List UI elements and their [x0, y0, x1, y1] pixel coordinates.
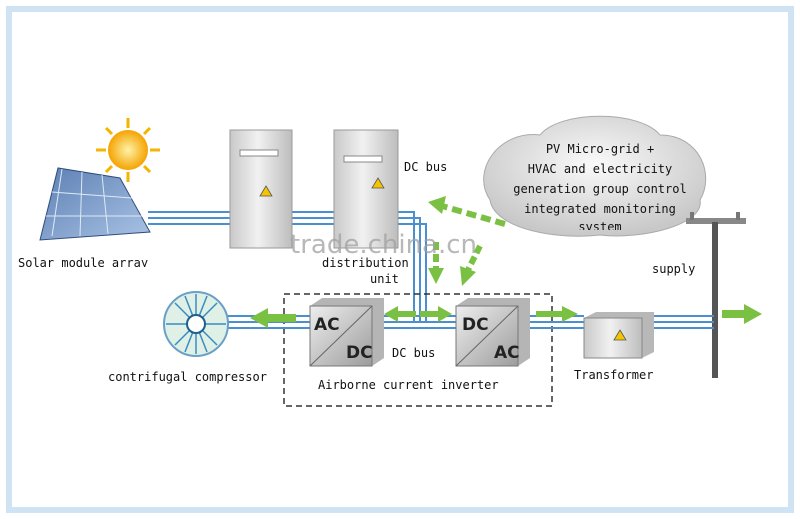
inverter-ac-label: AC	[314, 315, 340, 335]
combiner-cabinet	[229, 129, 293, 249]
cloud-line-4: integrated monitoring	[524, 202, 676, 216]
dc-ac-converter	[455, 298, 530, 367]
dc-bus-mid-label: DC bus	[392, 346, 436, 360]
compressor-label: contrifugal compressor	[108, 370, 267, 384]
dc-bus-top-label: DC bus	[404, 160, 448, 174]
arrow-bus-right	[420, 306, 452, 322]
arrow-bus-left	[384, 306, 416, 322]
diagram-frame	[6, 6, 794, 513]
distribution-unit-label: unit	[370, 272, 399, 286]
cloud-line-5: system	[578, 220, 622, 230]
solar-panel-array	[39, 167, 151, 241]
inverter-dashed-box	[283, 293, 553, 407]
centrifugal-compressor-icon	[163, 291, 229, 357]
grid-supply-pole	[686, 212, 746, 378]
cloud-line-1: PV Micro-grid +	[545, 142, 655, 156]
solar-array-label: Solar module array	[18, 256, 149, 267]
distribution-label: distribution	[322, 256, 409, 267]
distribution-cabinet	[333, 129, 399, 249]
sun-icon	[96, 118, 160, 182]
cloud-line-3: generation group control	[513, 182, 687, 196]
inverter2-dc-label: DC	[462, 315, 489, 335]
supply-label: supply	[652, 262, 696, 276]
dc-bus-top-lines	[148, 211, 427, 322]
arrow-to-grid	[722, 304, 762, 324]
inverter-label: Airborne current inverter	[318, 378, 499, 392]
ac-dc-converter	[309, 298, 384, 367]
transformer-icon	[583, 312, 654, 359]
power-flow-arrows	[250, 304, 762, 328]
arrow-to-transformer	[536, 306, 578, 322]
transformer-label: Transformer	[574, 368, 654, 382]
inverter-dc-label: DC	[346, 343, 373, 363]
watermark: trade.china.cn	[290, 230, 478, 260]
inverter2-ac-label: AC	[494, 343, 520, 363]
monitoring-cloud	[483, 115, 707, 237]
cloud-line-2: HVAC and electricity	[527, 162, 673, 176]
arrow-to-compressor	[250, 308, 296, 328]
control-signal-arrows	[428, 196, 506, 286]
